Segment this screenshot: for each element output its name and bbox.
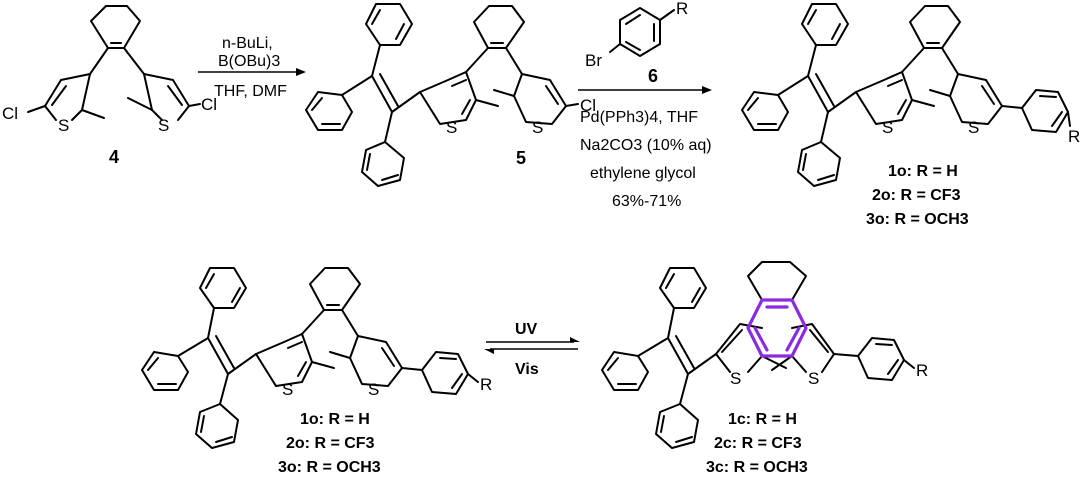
open-isomer-sulfur-left: S: [282, 380, 293, 399]
compound-5-structure: [305, 3, 579, 187]
reaction-arrow-1-head: [296, 68, 306, 76]
open-isomer-labels: 1o: R = H 2o: R = CF3 3o: R = OCH3: [278, 411, 381, 476]
closed-ring-highlight: [746, 298, 808, 358]
product-top-substituent: R: [1068, 127, 1080, 146]
compound-5-chlorine: Cl: [580, 96, 596, 115]
label-2c: 2c: R = CF3: [714, 435, 802, 452]
step2-solvent: ethylene glycol: [590, 165, 696, 182]
open-isomer-substituent: R: [480, 375, 492, 394]
label-2o: 2o: R = CF3: [286, 435, 375, 452]
reagent-6-number: 6: [648, 66, 658, 86]
closed-isomer-substituent: R: [916, 361, 928, 380]
photoswitch-equilibrium-arrows: [484, 337, 580, 354]
compound-5-sulfur-left: S: [446, 118, 457, 137]
compound-4-number: 4: [109, 147, 119, 167]
step1-solvent: THF, DMF: [214, 83, 287, 100]
label-1c: 1c: R = H: [728, 411, 797, 428]
compound-4-sulfur-right: S: [158, 116, 169, 135]
step2-base: Na2CO3 (10% aq): [580, 137, 712, 154]
label-3o-top: 3o: R = OCH3: [866, 211, 969, 228]
compound-5-number: 5: [516, 148, 526, 168]
label-3c: 3c: R = OCH3: [706, 459, 808, 476]
product-open-top-structure: [741, 3, 1071, 187]
product-top-sulfur-right: S: [968, 118, 979, 137]
forward-stimulus-uv: UV: [515, 321, 538, 338]
compound-4-chlorine-left: Cl: [2, 104, 18, 123]
step2-catalyst: Pd(PPh3)4, THF: [580, 109, 698, 126]
label-3o: 3o: R = OCH3: [278, 459, 381, 476]
compound-4-structure: [27, 5, 201, 121]
step1-reagent-2: B(OBu)3: [218, 53, 280, 70]
reverse-stimulus-vis: Vis: [515, 361, 539, 378]
label-2o-top: 2o: R = CF3: [872, 187, 961, 204]
product-open-top-labels: 1o: R = H 2o: R = CF3 3o: R = OCH3: [866, 163, 969, 228]
closed-isomer-labels: 1c: R = H 2c: R = CF3 3c: R = OCH3: [706, 411, 808, 476]
step1-reagent-1: n-BuLi,: [222, 35, 273, 52]
label-1o-top: 1o: R = H: [888, 163, 958, 180]
step2-yield: 63%-71%: [612, 193, 681, 210]
product-top-sulfur-left: S: [882, 118, 893, 137]
reagent-6-substituent: R: [676, 0, 688, 18]
compound-5-sulfur-right: S: [532, 118, 543, 137]
closed-isomer-sulfur-right: S: [808, 369, 819, 388]
closed-isomer-sulfur-left: S: [730, 369, 741, 388]
open-isomer-structure: [141, 267, 479, 449]
open-isomer-sulfur-right: S: [368, 380, 379, 399]
compound-4-sulfur-left: S: [58, 116, 69, 135]
reaction-arrow-2-head: [702, 86, 712, 94]
label-1o: 1o: R = H: [300, 411, 370, 428]
compound-4-chlorine-right: Cl: [201, 95, 217, 114]
reagent-6-structure: [609, 7, 675, 57]
reagent-6-bromine: Br: [585, 51, 602, 70]
